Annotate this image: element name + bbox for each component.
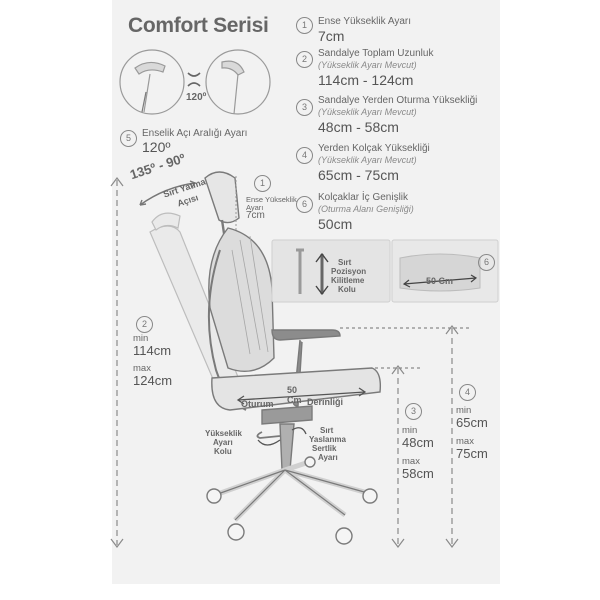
headrest-label: Enselik Açı Aralığı Ayarı <box>142 128 248 139</box>
seat-depth-left: Oturum <box>241 399 274 409</box>
neck-label-1: Ense Yükseklik <box>246 195 297 204</box>
height-lever-3: Kolu <box>214 447 232 456</box>
arm-height-min-value: 65cm <box>456 415 488 430</box>
spec-6-sub: (Oturma Alanı Genişliği) <box>318 204 414 214</box>
neck-label-2: Ayarı <box>246 203 264 212</box>
seat-height-min-label: min <box>402 425 418 436</box>
total-height-min-label: min <box>133 333 149 344</box>
seat-height-dimension <box>375 365 420 548</box>
spec-4-label: Yerden Kolçak Yüksekliği <box>318 143 430 154</box>
spec-4-number: 4 <box>296 147 313 164</box>
seat-depth-right: Derinliği <box>307 397 344 407</box>
spec-1-number: 1 <box>296 17 313 34</box>
total-height-dimension <box>110 177 124 548</box>
seat-height-max-label: max <box>402 456 420 467</box>
spec-3-number: 3 <box>296 99 313 116</box>
page-title: Comfort Serisi <box>128 14 269 37</box>
back-lock-2: Pozisyon <box>331 267 367 276</box>
back-lock-3: Kilitleme <box>331 276 365 285</box>
neck-value: 7cm <box>246 210 265 221</box>
spec-3-label: Sandalye Yerden Oturma Yüksekliği <box>318 95 478 106</box>
spec-6-number: 6 <box>296 196 313 213</box>
spec-2-value: 114cm - 124cm <box>318 72 414 88</box>
seat-height-min-value: 48cm <box>402 435 434 450</box>
spec-2-sub: (Yükseklik Ayarı Mevcut) <box>318 60 417 70</box>
headrest-inset-icon <box>119 49 271 115</box>
spec-6-value: 50cm <box>318 216 353 232</box>
spec-4-sub: (Yükseklik Ayarı Mevcut) <box>318 155 417 165</box>
spec-3-sub: (Yükseklik Ayarı Mevcut) <box>318 107 417 117</box>
spec-4-value: 65cm - 75cm <box>318 167 399 183</box>
spec-2-number: 2 <box>296 51 313 68</box>
recline-arc <box>139 180 196 206</box>
total-height-max-label: max <box>133 363 151 374</box>
mechanism-inset <box>271 239 391 303</box>
seat-depth-value-2: Cm <box>287 395 302 405</box>
spec-1-label: Ense Yükseklik Ayarı <box>318 16 412 27</box>
arm-height-dimension <box>340 325 470 548</box>
seat-height-number: 3 <box>405 403 422 420</box>
seat-width-value: 50 Cm <box>426 276 454 286</box>
neck-number: 1 <box>254 175 271 192</box>
seat-height-max-value: 58cm <box>402 466 434 481</box>
width-inset <box>391 239 499 303</box>
arm-height-min-label: min <box>456 405 472 416</box>
height-lever-1: Yükseklik <box>205 429 242 438</box>
tension-2: Yaslanma <box>309 435 346 444</box>
spec-2-label: Sandalye Toplam Uzunluk <box>318 48 434 59</box>
arm-height-number: 4 <box>459 384 476 401</box>
headrest-angle-mark: 120º <box>186 92 207 103</box>
seat-width-number: 6 <box>478 254 495 271</box>
seat-depth-arrow <box>236 387 367 405</box>
chair-body <box>204 171 382 545</box>
total-height-max-value: 124cm <box>133 373 173 388</box>
lever-arrows <box>257 427 307 446</box>
height-lever-2: Ayarı <box>213 438 233 447</box>
back-lock-1: Sırt <box>338 258 352 267</box>
headrest-value: 120º <box>142 139 171 155</box>
tension-3: Sertlik <box>312 444 337 453</box>
tension-4: Ayarı <box>318 453 338 462</box>
total-height-min-value: 114cm <box>133 343 172 358</box>
arm-height-max-label: max <box>456 436 474 447</box>
headrest-number: 5 <box>120 130 137 147</box>
tension-1: Sırt <box>320 426 334 435</box>
arm-height-max-value: 75cm <box>456 446 488 461</box>
spec-3-value: 48cm - 58cm <box>318 119 399 135</box>
spec-6-label: Kolçaklar İç Genişlik <box>318 192 409 203</box>
seat-depth-value-1: 50 <box>287 385 298 395</box>
back-lock-4: Kolu <box>338 285 356 294</box>
spec-1-value: 7cm <box>318 28 345 44</box>
total-height-number: 2 <box>136 316 153 333</box>
rotate-arrows-icon <box>187 72 201 87</box>
